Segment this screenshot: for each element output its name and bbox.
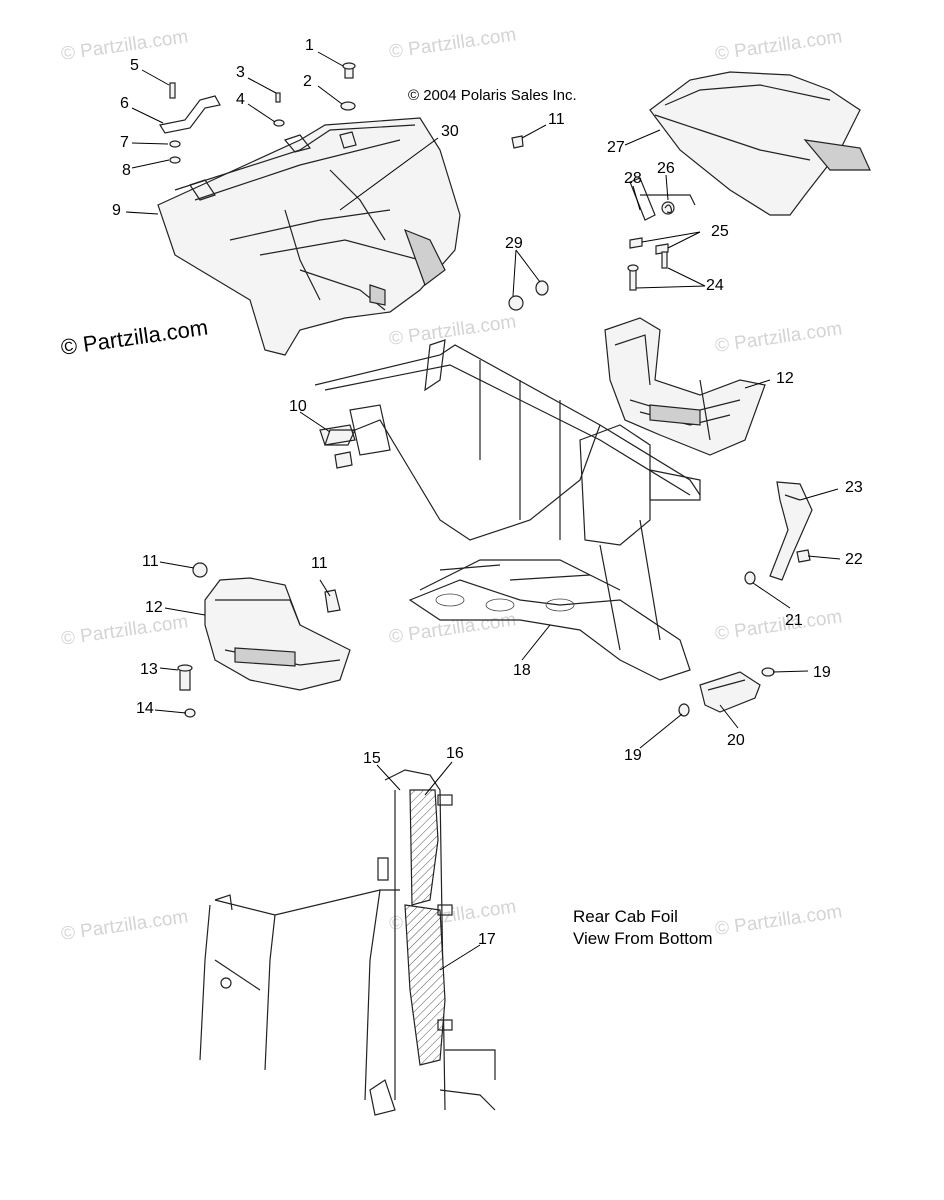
copyright-text: © 2004 Polaris Sales Inc. <box>408 87 577 104</box>
decal-drawing <box>324 429 356 446</box>
callout-23: 23 <box>845 479 863 496</box>
callout-18: 18 <box>513 662 531 679</box>
callout-3: 3 <box>236 64 245 81</box>
callout-6: 6 <box>120 95 129 112</box>
callout-19-left: 19 <box>624 747 642 764</box>
callout-11: 11 <box>548 111 565 128</box>
watermark: © Partzilla.com <box>60 906 190 945</box>
callout-11-left: 11 <box>142 553 159 570</box>
callout-12-right: 12 <box>776 370 794 387</box>
callout-4: 4 <box>236 91 245 108</box>
rear-cab-bottom-view <box>199 769 496 1116</box>
callout-17: 17 <box>478 931 496 948</box>
watermark: © Partzilla.com <box>714 26 844 65</box>
watermark-dark: © Partzilla.com <box>59 315 209 360</box>
callout-10: 10 <box>289 398 307 415</box>
callout-21: 21 <box>785 612 803 629</box>
watermark: © Partzilla.com <box>388 24 518 63</box>
callout-8: 8 <box>122 162 131 179</box>
callout-29: 29 <box>505 235 523 252</box>
caption-line-2: View From Bottom <box>573 929 713 948</box>
callout-11-mid: 11 <box>311 555 328 572</box>
callout-15: 15 <box>363 750 381 767</box>
callout-27: 27 <box>607 139 625 156</box>
callout-12-left: 12 <box>145 599 163 616</box>
watermark: © Partzilla.com <box>714 318 844 357</box>
watermark: © Partzilla.com <box>714 606 844 645</box>
bracket-hardware-right <box>744 481 813 585</box>
bottom-view-caption: Rear Cab Foil View From Bottom <box>573 907 713 948</box>
callout-14: 14 <box>136 700 154 717</box>
caption-line-1: Rear Cab Foil <box>573 907 678 926</box>
watermark: © Partzilla.com <box>714 901 844 940</box>
hardware-top-left <box>159 62 549 311</box>
callout-9: 9 <box>112 202 121 219</box>
callout-1: 1 <box>305 37 314 54</box>
callout-26: 26 <box>657 160 675 177</box>
shield-hardware-right <box>678 667 775 717</box>
watermark: © Partzilla.com <box>388 609 518 648</box>
callout-20: 20 <box>727 732 745 749</box>
callout-30: 30 <box>441 123 459 140</box>
callout-5: 5 <box>130 57 139 74</box>
seat-latch-hardware <box>627 177 696 291</box>
leader-lines <box>125 51 841 971</box>
callout-16: 16 <box>446 745 464 762</box>
callout-7: 7 <box>120 134 129 151</box>
callout-labels: 1 2 3 4 5 6 7 8 9 30 11 29 27 26 28 25 2… <box>112 37 863 948</box>
callout-24: 24 <box>706 277 724 294</box>
watermark: © Partzilla.com <box>388 311 518 350</box>
watermark: © Partzilla.com <box>60 611 190 650</box>
callout-13: 13 <box>140 661 158 678</box>
watermark: © Partzilla.com <box>60 26 190 65</box>
callout-19-right: 19 <box>813 664 831 681</box>
callout-25: 25 <box>711 223 729 240</box>
callout-2: 2 <box>303 73 312 90</box>
callout-28: 28 <box>624 170 642 187</box>
footwell-right-drawing <box>604 317 766 456</box>
seat-drawing <box>649 71 871 216</box>
frame-drawing <box>314 339 701 681</box>
footwell-left-drawing <box>177 562 351 718</box>
callout-22: 22 <box>845 551 863 568</box>
